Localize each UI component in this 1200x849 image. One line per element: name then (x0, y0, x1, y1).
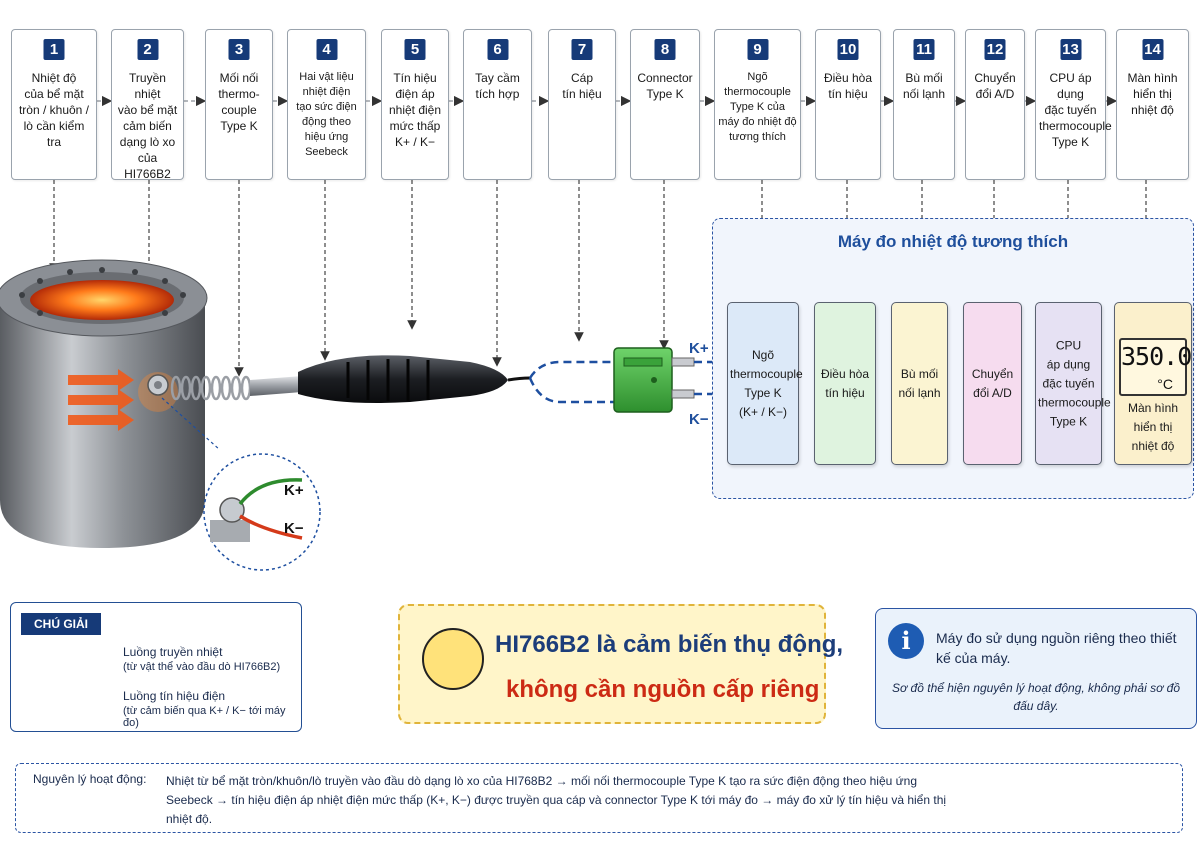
lcd-unit: °C (1157, 376, 1173, 392)
step-number: 11 (913, 39, 935, 60)
meter-cpu-block: CPU áp dụng đặc tuyến thermocouple Type … (1035, 302, 1111, 465)
info-icon: i (888, 623, 924, 659)
meter-adc-block: Chuyển đổi A/D (963, 302, 1022, 465)
step-number: 1 (43, 39, 65, 60)
step-text: Bù mối nối lạnh (902, 71, 946, 101)
lcd-value: 350.0 (1121, 342, 1192, 371)
step-text: Tay cầm tích hợp (475, 71, 520, 101)
passive-sensor-notice: HI766B2 là cảm biến thụ động, không cần … (398, 604, 843, 724)
step-text: CPU áp dụng đặc tuyến thermocouple Type … (1039, 71, 1112, 149)
step-number: 13 (1060, 39, 1081, 60)
step-number: 14 (1142, 39, 1163, 60)
legend-signal-sub: (từ cảm biến qua K+ / K− tới máy đo) (123, 705, 286, 729)
meter-input-block: Ngõ thermocouple Type K (K+ / K−) (727, 302, 803, 465)
notice-line-1: HI766B2 là cảm biến thụ động, (495, 631, 844, 658)
hi766b2-probe (147, 355, 531, 403)
info-text-note: Sơ đồ thể hiện nguyên lý hoạt động, khôn… (891, 681, 1181, 713)
step-number: 2 (137, 39, 158, 60)
step-text: Truyền nhiệt vào bể mặt cảm biến dạng lò… (117, 71, 178, 181)
principle-text: Nhiệt từ bể mặt tròn/khuôn/lò truyền vào… (166, 774, 947, 826)
legend-heat-label: Luồng truyền nhiệt (123, 645, 223, 659)
bulb-circle-icon (422, 628, 484, 690)
step-text: Mối nối thermo- couple Type K (218, 71, 260, 133)
legend-heat-sub: (từ vật thể vào đầu dò HI766B2) (123, 661, 281, 673)
meter-kminus-label: K− (689, 411, 709, 428)
legend-signal-label: Luồng tín hiệu điện (123, 689, 226, 703)
step-text: Chuyển đổi A/D (974, 71, 1016, 101)
connector-to-meter-lines (694, 352, 732, 404)
info-text-main: Máy đo sử dụng nguồn riêng theo thiết kế… (936, 630, 1177, 666)
operating-principle: Nguyên lý hoạt động: Nhiệt từ bể mặt trò… (15, 763, 1183, 833)
step-number: 12 (984, 39, 1006, 60)
step-number: 9 (747, 39, 768, 60)
step-text: Cáp tín hiệu (562, 71, 602, 101)
notice-line-2: không cần nguồn cấp riêng (506, 676, 820, 703)
type-k-connector (613, 347, 695, 413)
info-box: i Máy đo sử dụng nguồn riêng theo thiết … (875, 608, 1197, 729)
step-number: 6 (487, 39, 508, 60)
legend-title: CHÚ GIẢI (21, 613, 101, 635)
junction-inset (161, 397, 321, 571)
step-text: Nhiệt độ của bể mặt tròn / khuôn / lò cầ… (18, 71, 90, 149)
temperature-lcd: 350.0 °C (1119, 338, 1192, 396)
signal-cable (528, 360, 614, 404)
step-text: Màn hình hiển thị nhiệt độ (1127, 71, 1178, 117)
step-number: 8 (654, 39, 676, 60)
step-number: 4 (316, 39, 337, 60)
step-box-11: 11 Bù mối nối lạnh (893, 29, 955, 180)
meter-cjc-block: Bù mối nối lạnh (891, 302, 948, 465)
meter-conditioning-block: Điều hòa tín hiệu (814, 302, 876, 465)
step-number: 5 (404, 39, 426, 60)
step-number: 10 (837, 39, 859, 60)
step-number: 3 (228, 39, 250, 60)
legend: CHÚ GIẢI Luồng truyền nhiệt (từ vật thể … (10, 602, 302, 732)
meter-panel-title: Máy đo nhiệt độ tương thích (837, 232, 1069, 251)
step-number: 7 (571, 39, 593, 60)
step-text: Điều hòa tín hiệu (823, 71, 873, 101)
step-text: Ngõ thermocouple Type K của máy đo nhiệt… (718, 71, 797, 143)
inset-kminus-label: K− (284, 520, 304, 537)
step-text: Tín hiệu điện áp nhiệt điện mức thấp K+ … (388, 71, 442, 149)
principle-label: Nguyên lý hoạt động: (33, 772, 147, 786)
step-text: Hai vật liệu nhiệt điện tạo sức điện độn… (296, 71, 357, 158)
inset-kplus-label: K+ (284, 482, 304, 499)
meter-kplus-label: K+ (689, 340, 709, 357)
step-text: Connector Type K (637, 71, 693, 101)
